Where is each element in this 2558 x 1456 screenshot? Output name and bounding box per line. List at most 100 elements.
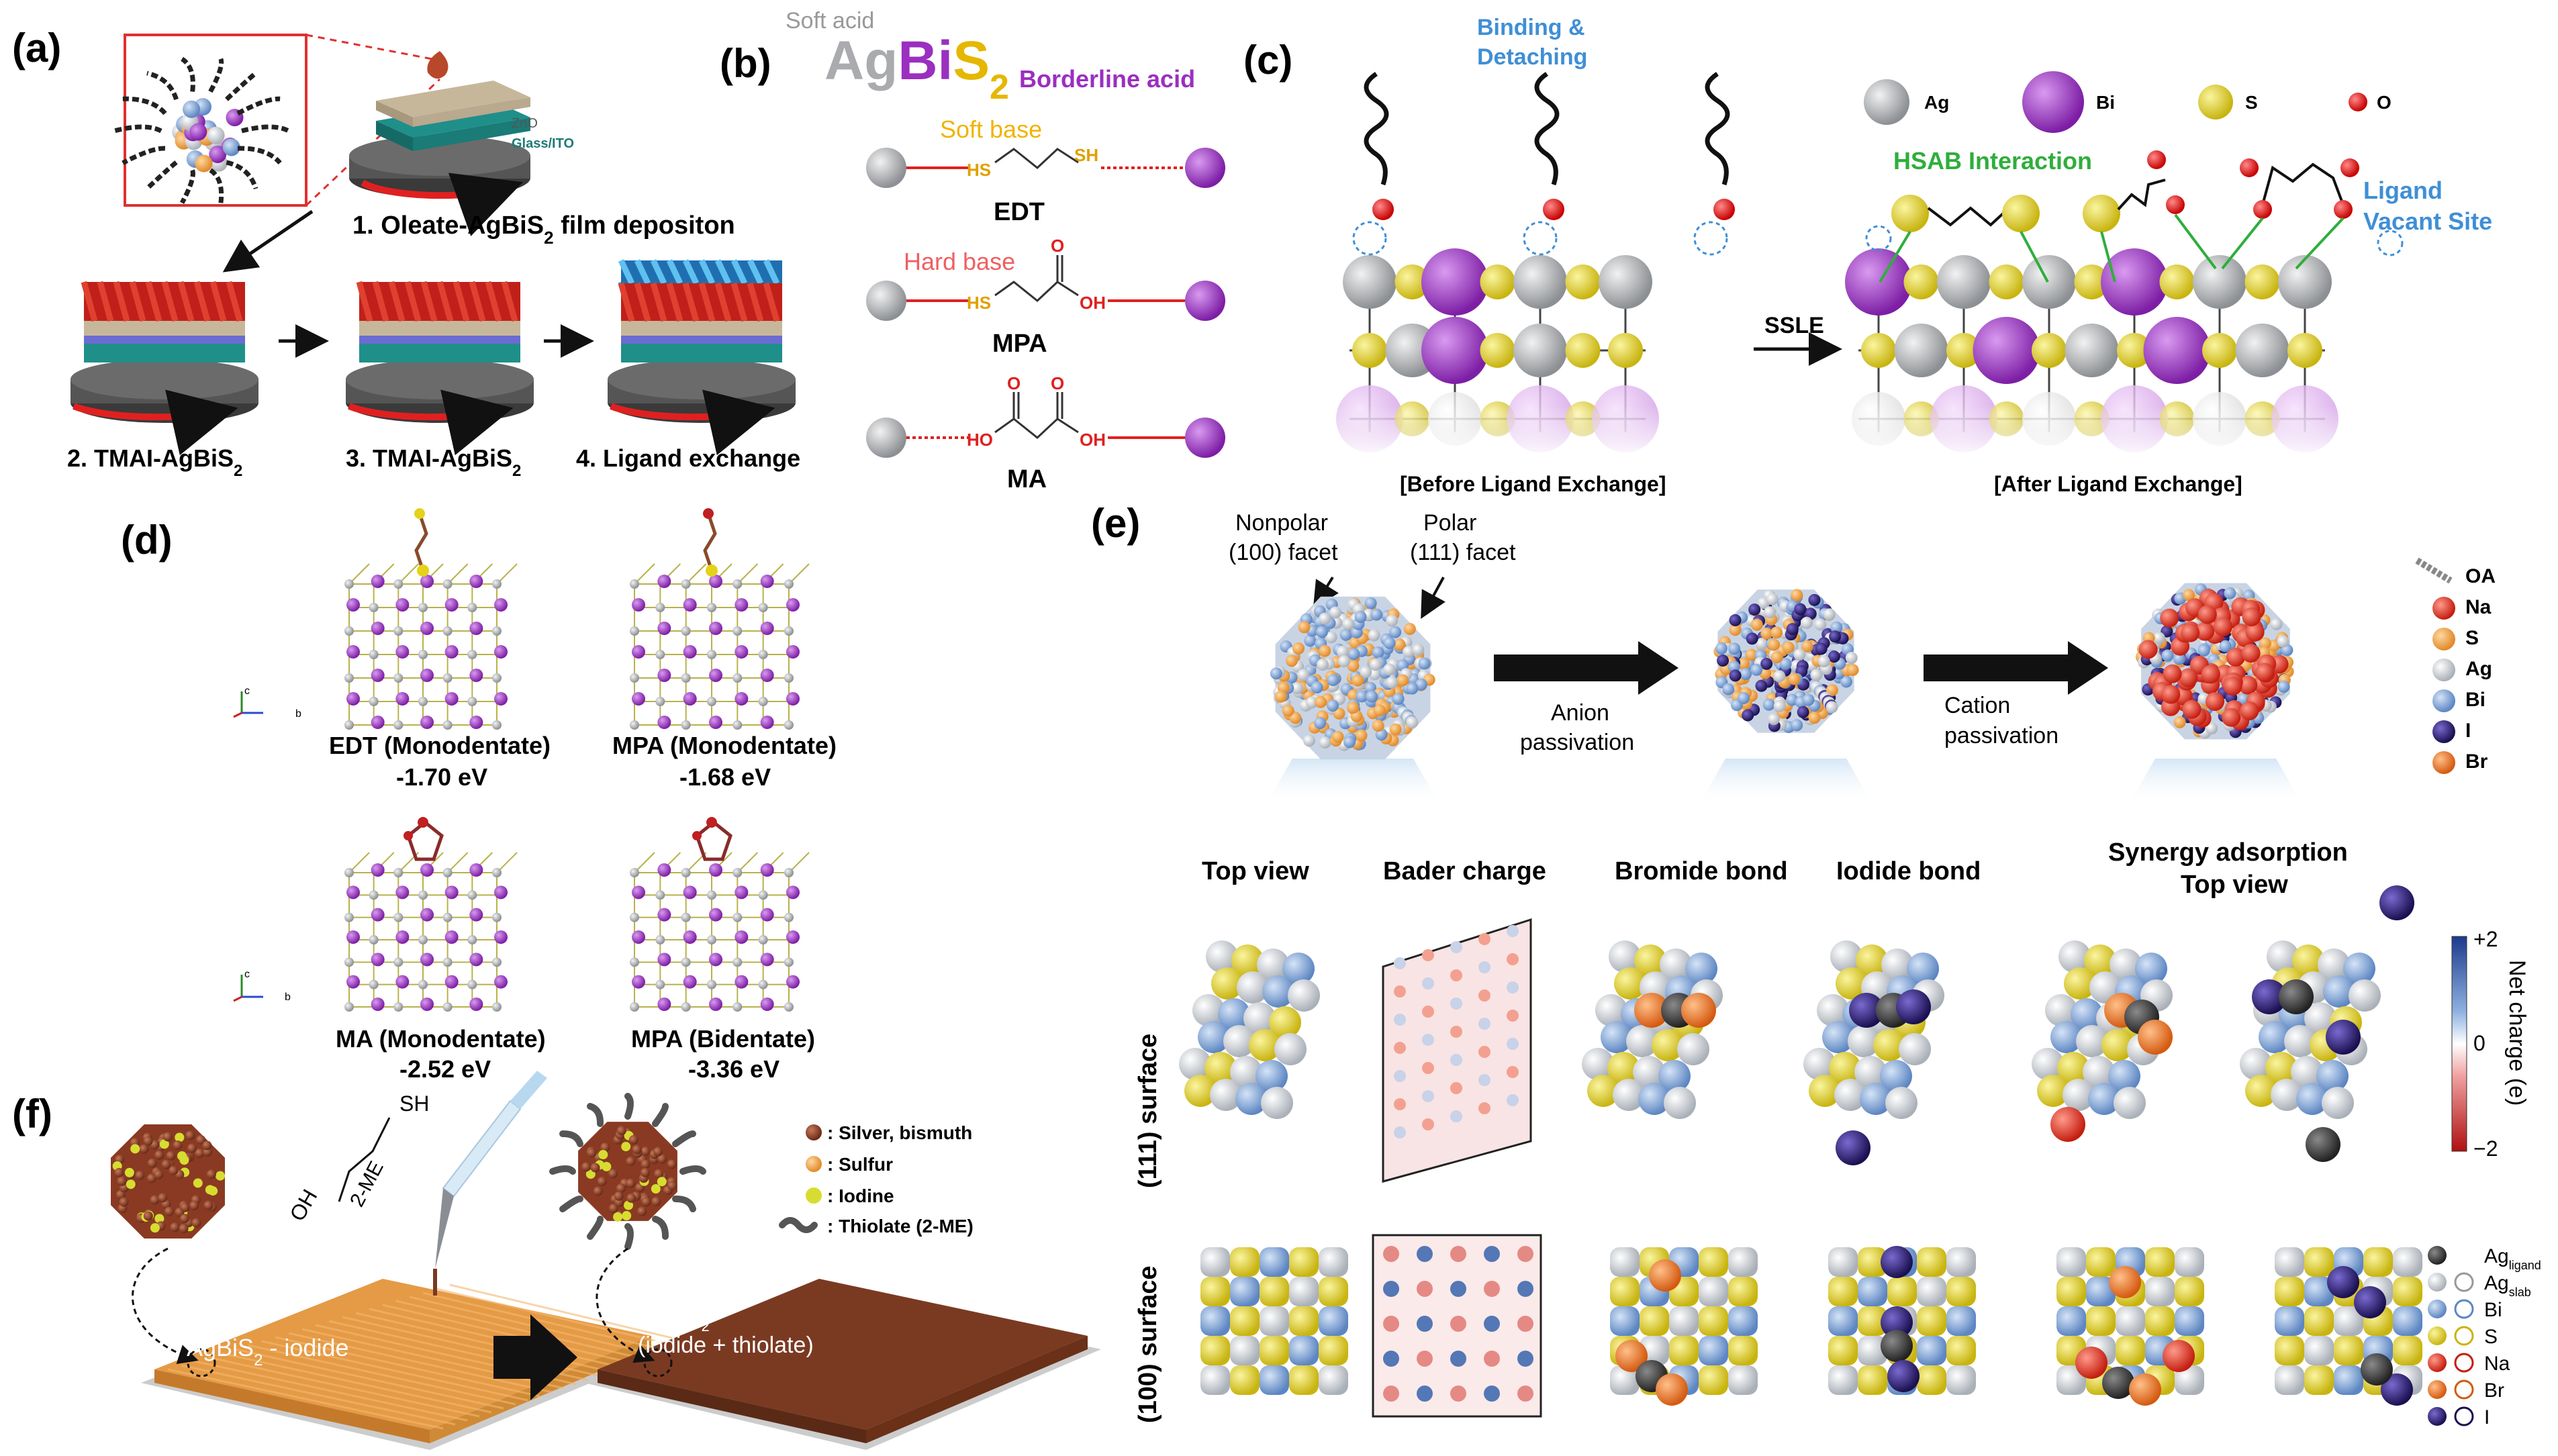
step2-label: 2. TMAI-AgBiS2 — [67, 444, 242, 480]
step3-label: 3. TMAI-AgBiS2 — [346, 444, 521, 480]
legend-top-i: I — [2465, 720, 2471, 742]
panel-c-label: (c) — [1243, 38, 1292, 83]
col-synergy-line2: Top view — [2181, 871, 2288, 899]
edt-ligand-diagram: Soft base HS SH EDT — [866, 115, 1225, 226]
nanocrystal-zoom-box — [124, 34, 307, 207]
anion-passivation-line2: passivation — [1520, 730, 1634, 755]
after-exchange-caption: [After Ligand Exchange] — [1994, 472, 2242, 496]
after-exchange-lattice — [1838, 150, 2404, 459]
edt-mono-title: EDT (Monodentate) — [329, 732, 551, 759]
svg-text:: Silver, bismuth: : Silver, bismuth — [827, 1122, 972, 1143]
spin-coater-step1: ZnO Glass/ITO — [349, 51, 574, 236]
col-bader-charge: Bader charge — [1383, 857, 1546, 885]
col-iodide-bond: Iodide bond — [1836, 857, 1981, 885]
surface-slab-100 — [2275, 1247, 2422, 1406]
svg-text:Bi: Bi — [2096, 92, 2115, 113]
mpa-bi-energy: -3.36 eV — [688, 1055, 779, 1083]
crystal-structure-3 — [344, 817, 518, 1012]
soft-base-label: Soft base — [940, 115, 1042, 143]
svg-text:OH: OH — [1080, 430, 1106, 450]
film-left-label: AgBiS2 - iodide — [187, 1334, 349, 1369]
legend-bottom-5: Br — [2484, 1379, 2504, 1402]
panel-b-label: (b) — [720, 41, 771, 86]
zno-layer-label: ZnO — [512, 116, 538, 131]
hard-base-label: Hard base — [904, 248, 1015, 275]
legend-top-bi: Bi — [2465, 689, 2485, 711]
borderline-acid-label: Borderline acid — [1019, 65, 1195, 93]
svg-text:O: O — [1007, 373, 1021, 393]
polar-facet-line2: (111) facet — [1410, 540, 1516, 565]
panel-f: (f) SH OH 2-ME AgBiS2 - iodide AgBiS2 - … — [12, 1071, 1101, 1450]
mpa-label: MPA — [992, 330, 1047, 358]
svg-text:: Thiolate (2-ME): : Thiolate (2-ME) — [827, 1216, 974, 1236]
before-exchange-lattice — [1329, 72, 1735, 459]
process-steps-2-4 — [70, 259, 796, 456]
surface-slab-100 — [1828, 1246, 1976, 1395]
axis-indicator-bottom: c b — [233, 969, 291, 1003]
panel-e-label: (e) — [1091, 501, 1140, 546]
crystal-structure-2 — [630, 508, 810, 730]
ma-mono-energy: -2.52 eV — [399, 1055, 491, 1083]
panel-a: (a) ZnO Glass/ITO 1. Oleate-AgBiS2 film … — [12, 26, 800, 480]
ssle-label: SSLE — [1764, 313, 1824, 338]
surface-slab-111 — [1582, 940, 1723, 1119]
col-synergy-line1: Synergy adsorption — [2108, 838, 2348, 867]
svg-text:HO: HO — [967, 430, 993, 450]
agbis2-formula: AgBiS2 — [824, 30, 1009, 107]
svg-text:S: S — [2245, 92, 2258, 113]
svg-text:: Sulfur: : Sulfur — [827, 1154, 893, 1175]
surface-slab-111 — [1179, 940, 1320, 1119]
svg-text:HS: HS — [967, 293, 991, 313]
colorbar-title: Net charge (e) — [2504, 960, 2530, 1106]
panel-a-label: (a) — [12, 26, 61, 70]
step4-label: 4. Ligand exchange — [576, 444, 800, 472]
svg-text:O: O — [2377, 92, 2391, 113]
cation-passivation-line1: Cation — [1944, 693, 2010, 718]
svg-text:OH: OH — [1080, 293, 1106, 313]
process-arrow-f — [493, 1314, 577, 1400]
axis-indicator-top: c b — [233, 685, 301, 720]
mpa-mono-title: MPA (Monodentate) — [612, 732, 837, 759]
legend-bottom-4: Na — [2484, 1353, 2510, 1375]
mpa-mono-energy: -1.68 eV — [679, 763, 771, 791]
oleate-nanocrystal-illustration — [113, 56, 290, 204]
surface-slab-100 — [1610, 1247, 1758, 1406]
legend-top-oa: OA — [2465, 565, 2496, 587]
film-stack-step-2 — [70, 281, 258, 456]
vacant-site-line1: Ligand — [2363, 177, 2443, 204]
reagent-2me-label: 2-ME — [346, 1157, 388, 1210]
anion-passivation-line1: Anion — [1551, 700, 1609, 726]
svg-text:: Iodine: : Iodine — [827, 1185, 894, 1206]
nonpolar-facet-line1: Nonpolar — [1235, 510, 1328, 536]
surface-grid — [1179, 885, 2422, 1418]
svg-text:0: 0 — [2473, 1031, 2485, 1055]
legend-bottom-6: I — [2484, 1406, 2490, 1428]
dft-crystal-structures — [344, 508, 810, 1012]
cation-arrow — [1924, 641, 2108, 695]
svg-text:+2: +2 — [2473, 927, 2498, 951]
nonpolar-facet-line2: (100) facet — [1229, 540, 1338, 565]
legend-bottom-3: S — [2484, 1326, 2498, 1348]
svg-text:c: c — [244, 969, 250, 980]
legend-bottom-1: Agslab — [2484, 1272, 2531, 1299]
mpa-bi-title: MPA (Bidentate) — [631, 1025, 815, 1053]
passivation-nanocrystal — [1266, 596, 1440, 806]
edt-mono-energy: -1.70 eV — [396, 763, 487, 791]
legend-top-s: S — [2465, 627, 2479, 649]
cation-passivation-line2: passivation — [1944, 723, 2058, 748]
surface-slab-111 — [2032, 940, 2173, 1142]
film-stack-step-4 — [608, 259, 796, 456]
surface-slab-100 — [1200, 1247, 1348, 1395]
col-top-view: Top view — [1202, 857, 1309, 885]
svg-text:SH: SH — [1074, 145, 1098, 165]
panel-b: (b) Soft acid AgBiS2 Borderline acid Sof… — [720, 8, 1225, 493]
crystal-structure-1 — [344, 508, 518, 730]
film-right-label-line1: AgBiS2 - — [638, 1302, 724, 1334]
mpa-ligand-diagram: Hard base HS O OH MPA — [866, 236, 1225, 358]
ma-label: MA — [1007, 465, 1047, 493]
ma-ligand-diagram: HO O O OH MA — [866, 373, 1225, 493]
surface-slab-100 — [2056, 1247, 2204, 1406]
legend-top-ag: Ag — [2465, 658, 2492, 680]
